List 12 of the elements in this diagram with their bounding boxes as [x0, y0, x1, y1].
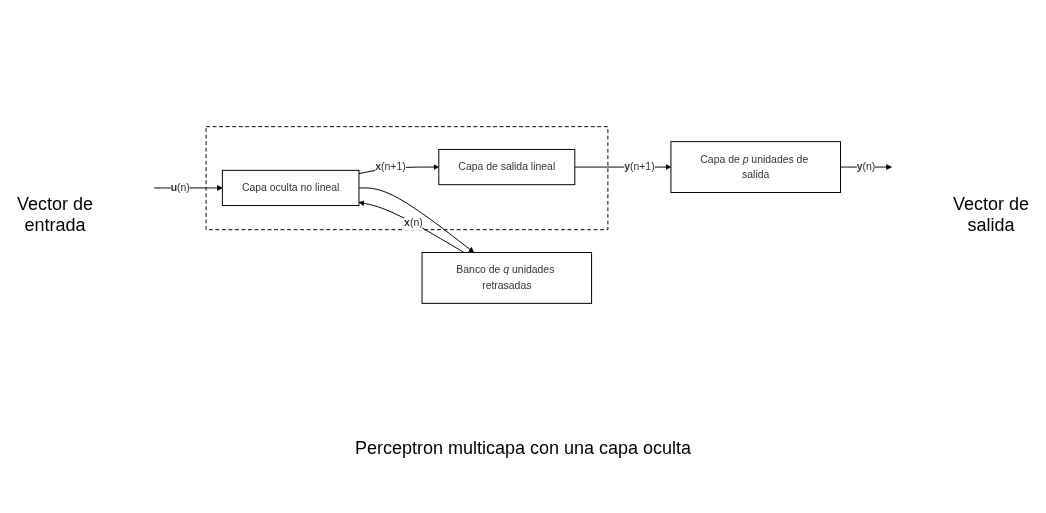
side-label: Vector de salida — [951, 194, 1031, 236]
node-box: Banco de q unidades retrasadas — [421, 252, 593, 304]
edge-label: y(n+1) — [624, 161, 655, 173]
node-box: Capa de p unidades de salida — [670, 141, 841, 193]
node-box: Capa de salida lineal — [438, 148, 576, 186]
edge-label: u(n) — [170, 182, 190, 194]
edge-label: x(n+1) — [375, 161, 406, 173]
edge-label: x(n) — [404, 216, 423, 228]
edge-label: y(n) — [856, 161, 876, 173]
node-box: Capa oculta no lineal — [221, 169, 360, 207]
side-label: Vector de entrada — [15, 194, 95, 236]
caption: Perceptron multicapa con una capa oculta — [354, 438, 692, 459]
